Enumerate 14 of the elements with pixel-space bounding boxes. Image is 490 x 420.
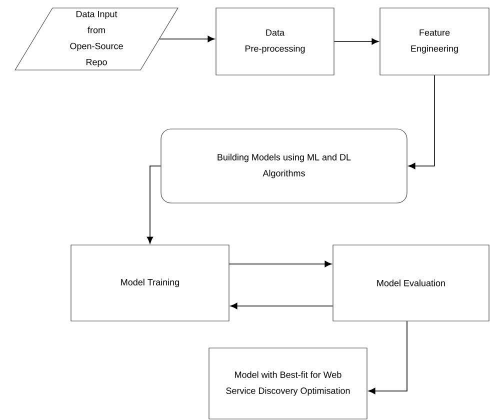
arrow <box>334 38 379 45</box>
process-box: Model with Best-fit for Web Service Discovery Optimisation <box>208 348 368 420</box>
arrow <box>146 166 162 244</box>
arrow <box>408 74 435 170</box>
process-box: Data Pre-processing <box>216 8 334 76</box>
arrow <box>159 36 215 42</box>
process-box: Feature Engineering <box>380 8 490 76</box>
process-box: Building Models using ML and DL Algorithms <box>160 128 408 204</box>
input-parallelogram: Data Input from Open-Source Repo <box>14 8 178 70</box>
arrow <box>368 320 408 394</box>
process-box: Model Evaluation <box>332 244 490 322</box>
arrow <box>228 260 332 268</box>
arrow <box>230 302 334 310</box>
process-box: Model Training <box>70 244 230 322</box>
